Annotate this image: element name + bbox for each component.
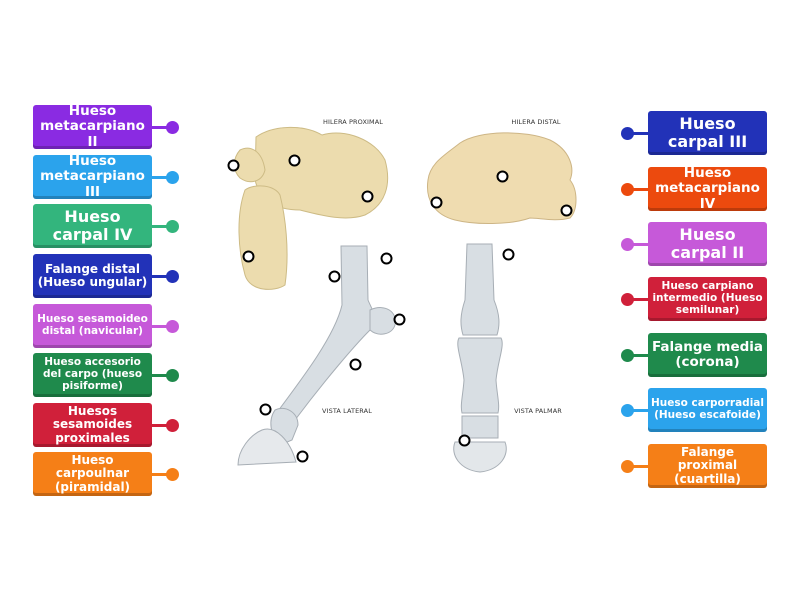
connector-handle[interactable] xyxy=(621,238,634,251)
draggable-label[interactable]: Falange distal (Hueso ungular) xyxy=(33,254,152,298)
caption-vista-lateral: VISTA LATERAL xyxy=(322,407,372,415)
drop-target[interactable] xyxy=(227,159,240,172)
label-text: Falange distal (Hueso ungular) xyxy=(37,261,148,289)
drop-target[interactable] xyxy=(560,204,573,217)
drop-target[interactable] xyxy=(393,313,406,326)
drop-target[interactable] xyxy=(380,252,393,265)
drop-target[interactable] xyxy=(259,403,272,416)
draggable-label[interactable]: Hueso carpoulnar (piramidal) xyxy=(33,452,152,496)
connector-handle[interactable] xyxy=(621,349,634,362)
draggable-label[interactable]: Hueso carpiano intermedio (Hueso semilun… xyxy=(648,277,767,321)
connector-handle[interactable] xyxy=(621,127,634,140)
label-text: Hueso carpoulnar (piramidal) xyxy=(54,452,131,494)
label-text: Hueso metacarpiano IV xyxy=(655,165,760,212)
caption-vista-palmar: VISTA PALMAR xyxy=(514,407,562,415)
drop-target[interactable] xyxy=(361,190,374,203)
connector-line xyxy=(628,188,648,191)
drop-target[interactable] xyxy=(296,450,309,463)
label-text: Hueso carpal III xyxy=(667,114,748,151)
drop-target[interactable] xyxy=(502,248,515,261)
connector-line xyxy=(152,225,172,228)
label-text: Hueso sesamoideo distal (navicular) xyxy=(37,313,148,337)
connector-handle[interactable] xyxy=(621,460,634,473)
draggable-label[interactable]: Falange proximal (cuartilla) xyxy=(648,444,767,488)
label-text: Hueso carpal II xyxy=(670,225,745,262)
connector-line xyxy=(628,409,648,412)
connector-line xyxy=(628,298,648,301)
connector-line xyxy=(152,424,172,427)
label-text: Huesos sesamoides proximales xyxy=(52,403,133,445)
connector-handle[interactable] xyxy=(166,220,179,233)
drop-target[interactable] xyxy=(288,154,301,167)
connector-line xyxy=(152,275,172,278)
drop-target[interactable] xyxy=(430,196,443,209)
draggable-label[interactable]: Hueso carpal III xyxy=(648,111,767,155)
connector-handle[interactable] xyxy=(621,404,634,417)
connector-handle[interactable] xyxy=(166,468,179,481)
draggable-label[interactable]: Hueso metacarpiano IV xyxy=(648,165,767,212)
drop-target[interactable] xyxy=(242,250,255,263)
drop-target[interactable] xyxy=(328,270,341,283)
label-text: Hueso accesorio del carpo (hueso pisifor… xyxy=(42,356,143,392)
connector-line xyxy=(628,465,648,468)
connector-line xyxy=(152,374,172,377)
label-text: Hueso carpiano intermedio (Hueso semilun… xyxy=(652,280,763,316)
draggable-label[interactable]: Hueso carporradial (Hueso escafoide) xyxy=(648,388,767,432)
label-text: Hueso metacarpiano III xyxy=(40,153,145,200)
connector-handle[interactable] xyxy=(621,293,634,306)
draggable-label[interactable]: Hueso sesamoideo distal (navicular) xyxy=(33,304,152,348)
connector-line xyxy=(152,176,172,179)
connector-handle[interactable] xyxy=(166,171,179,184)
draggable-label[interactable]: Hueso metacarpiano II xyxy=(33,103,152,150)
connector-handle[interactable] xyxy=(166,369,179,382)
caption-hilera-distal: HILERA DISTAL xyxy=(511,118,561,126)
connector-handle[interactable] xyxy=(166,121,179,134)
draggable-label[interactable]: Hueso metacarpiano III xyxy=(33,153,152,200)
label-text: Hueso metacarpiano II xyxy=(40,103,145,150)
connector-line xyxy=(152,126,172,129)
label-text: Hueso carporradial (Hueso escafoide) xyxy=(651,397,764,421)
draggable-label[interactable]: Hueso accesorio del carpo (hueso pisifor… xyxy=(33,353,152,397)
draggable-label[interactable]: Falange media (corona) xyxy=(648,333,767,377)
drop-target[interactable] xyxy=(458,434,471,447)
draggable-label[interactable]: Hueso carpal IV xyxy=(33,204,152,248)
connector-line xyxy=(628,132,648,135)
draggable-label[interactable]: Huesos sesamoides proximales xyxy=(33,403,152,447)
drop-target[interactable] xyxy=(496,170,509,183)
connector-line xyxy=(628,354,648,357)
draggable-label[interactable]: Hueso carpal II xyxy=(648,222,767,266)
connector-line xyxy=(152,473,172,476)
label-text: Falange media (corona) xyxy=(651,338,764,370)
connector-line xyxy=(628,243,648,246)
caption-hilera-proximal: HILERA PROXIMAL xyxy=(323,118,383,126)
connector-handle[interactable] xyxy=(621,183,634,196)
label-text: Falange proximal (cuartilla) xyxy=(674,444,741,486)
drop-target[interactable] xyxy=(349,358,362,371)
connector-handle[interactable] xyxy=(166,419,179,432)
connector-handle[interactable] xyxy=(166,320,179,333)
connector-line xyxy=(152,325,172,328)
label-text: Hueso carpal IV xyxy=(52,207,133,244)
connector-handle[interactable] xyxy=(166,270,179,283)
